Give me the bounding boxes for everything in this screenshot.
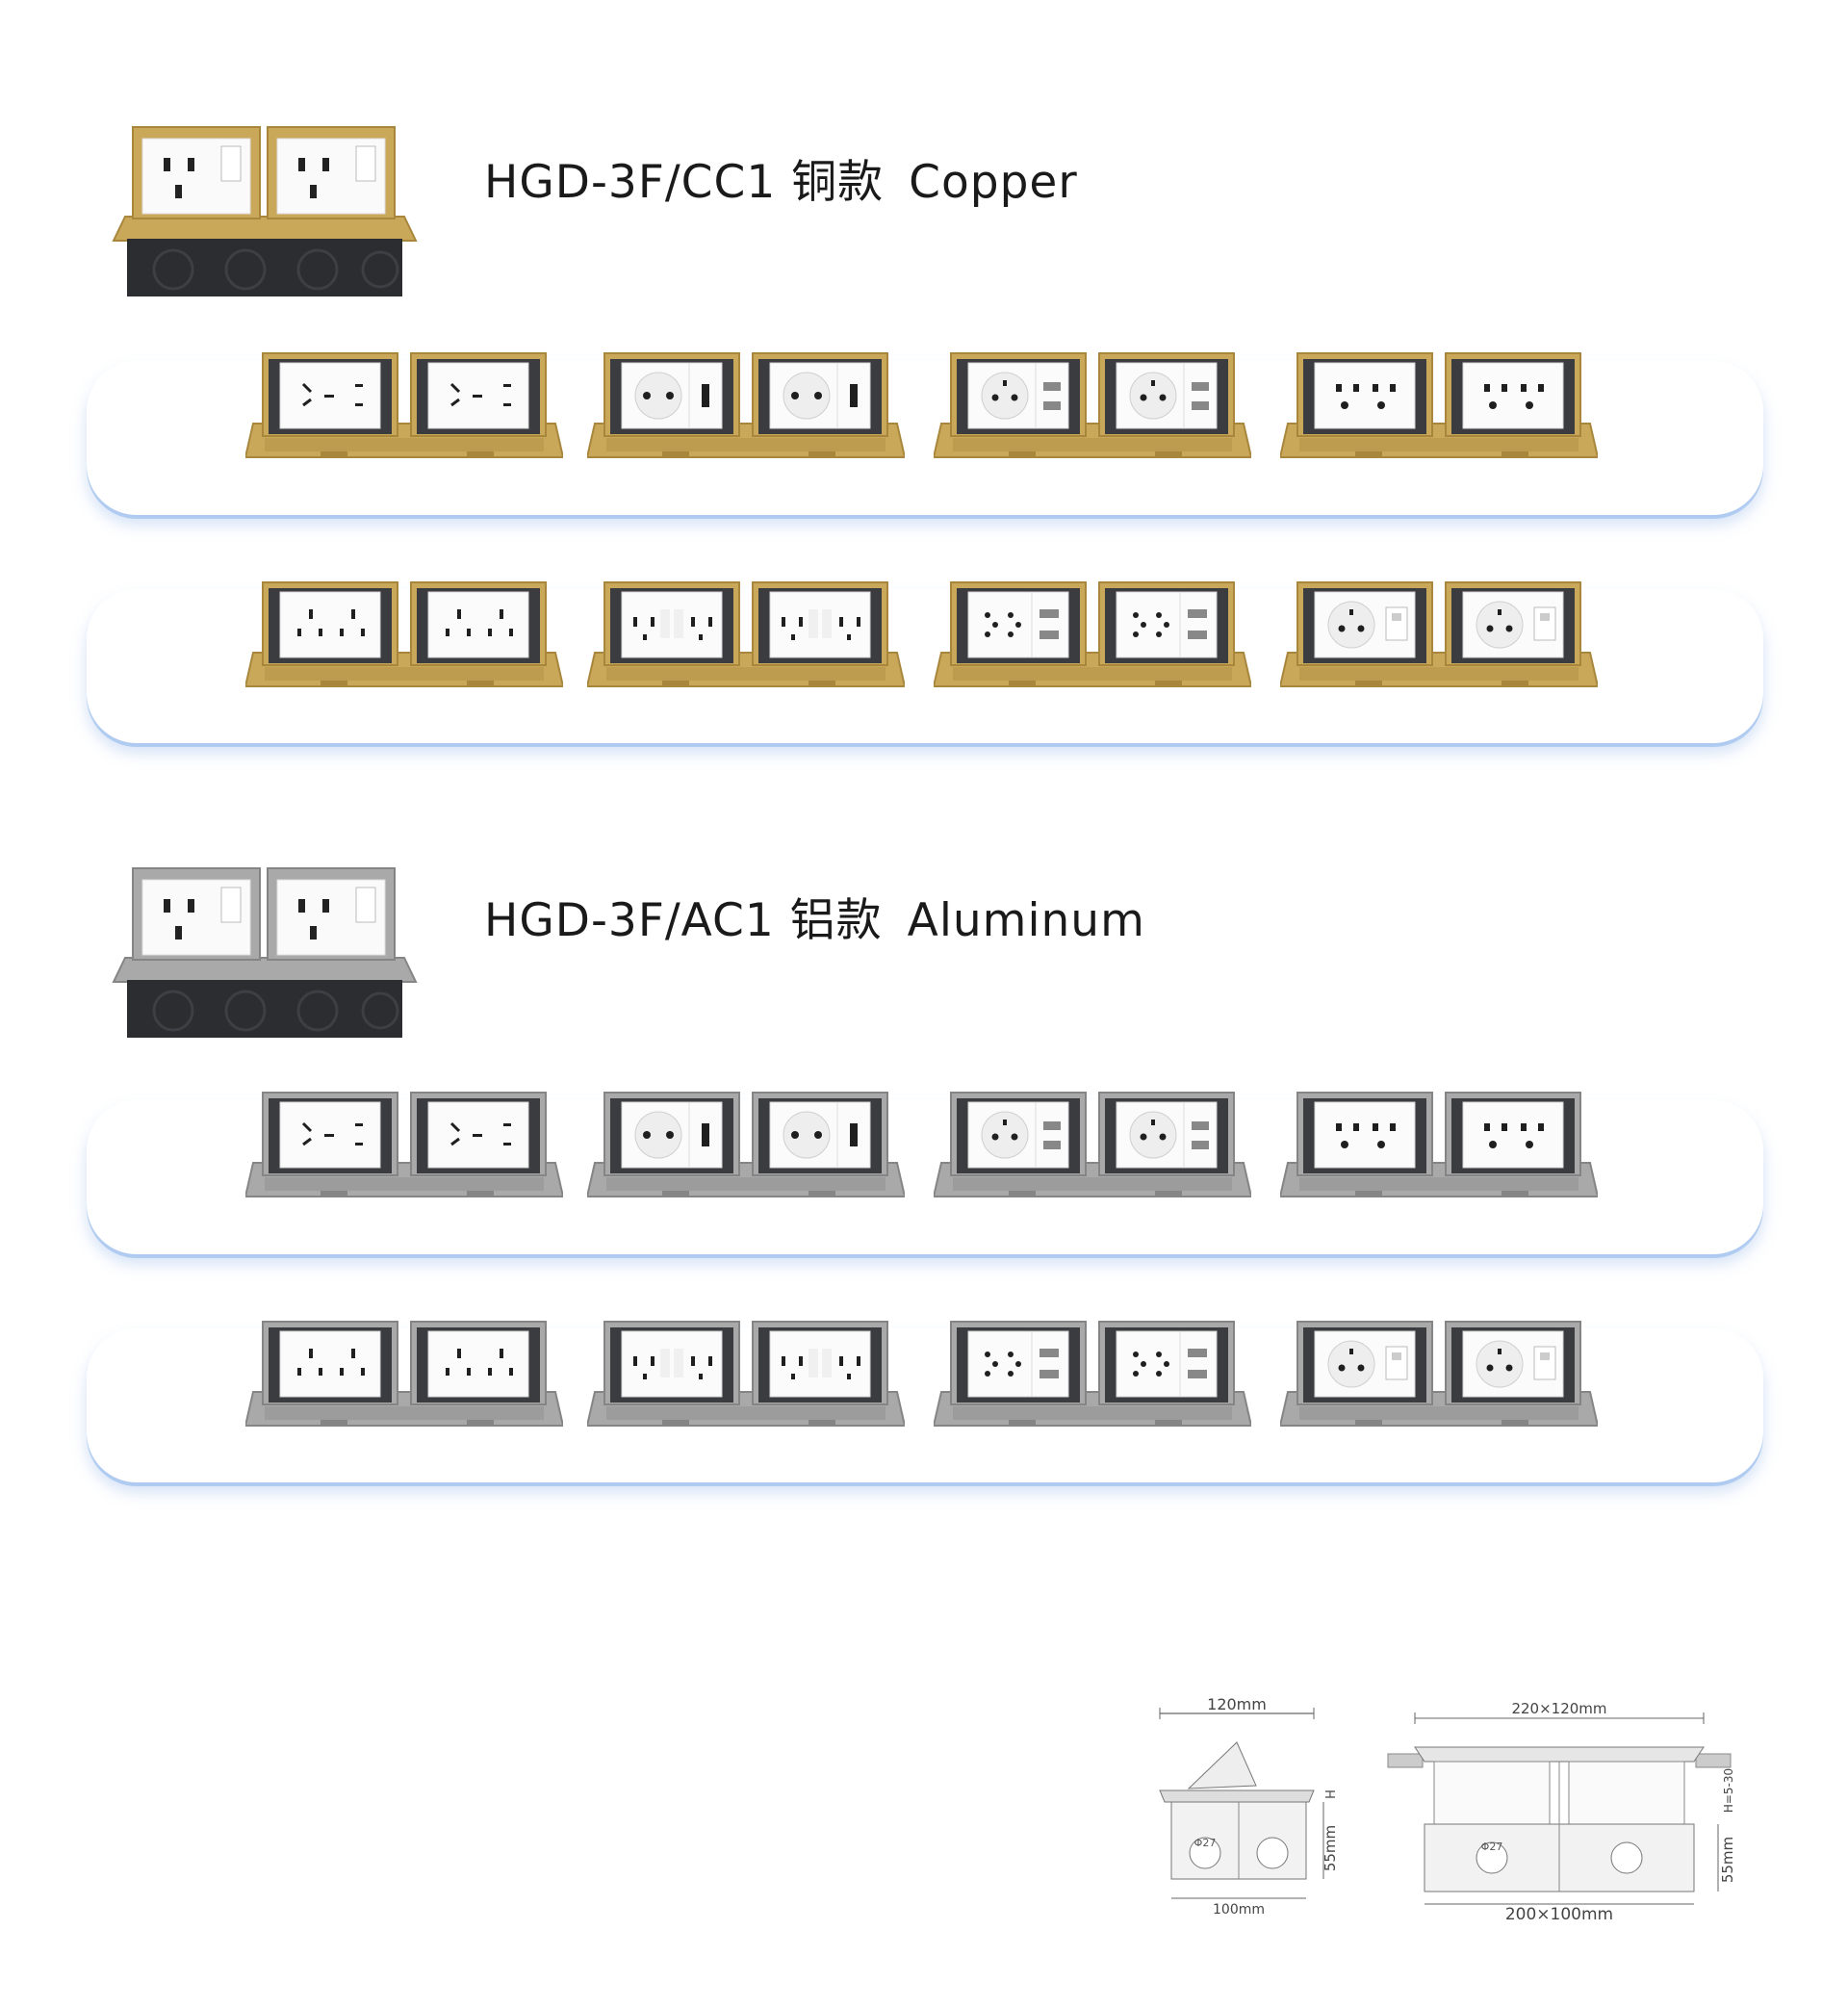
aluminum-socket-french-usb <box>932 1091 1253 1206</box>
copper-row-1 <box>244 351 1612 467</box>
front-view-drawing: 220×120mm Φ27 55mm H=5-30 200×100mm <box>1386 1694 1752 1925</box>
copper-socket-schuko-usb <box>585 351 907 467</box>
aluminum-socket-schuko-usb <box>585 1091 907 1206</box>
aluminum-socket-french-rj45 <box>1278 1320 1600 1435</box>
aluminum-socket-gfci <box>585 1320 907 1435</box>
aluminum-row-2 <box>244 1320 1612 1435</box>
front-hole-label: Φ27 <box>1481 1841 1503 1853</box>
copper-hero-product <box>106 125 424 298</box>
front-h-range: H=5-30 <box>1722 1768 1735 1813</box>
aluminum-title-en: Aluminum <box>907 894 1145 947</box>
aluminum-title: HGD-3F/AC1 铝款 Aluminum <box>484 883 1145 949</box>
aluminum-socket-thai <box>1278 1091 1600 1206</box>
copper-socket-australian <box>244 351 565 467</box>
copper-socket-thai <box>1278 351 1600 467</box>
side-height-dim: 55mm <box>1322 1825 1339 1871</box>
copper-socket-sa-3pin <box>244 580 565 696</box>
aluminum-row-1 <box>244 1091 1612 1206</box>
aluminum-hero-product <box>106 866 424 1040</box>
front-top-dim: 220×120mm <box>1511 1700 1606 1717</box>
side-hole-label: Φ27 <box>1194 1837 1217 1849</box>
side-bottom-dim: 100mm <box>1213 1902 1265 1918</box>
side-h-label: H <box>1324 1789 1339 1799</box>
aluminum-socket-sa-3pin <box>244 1320 565 1435</box>
aluminum-socket-swiss-usb <box>932 1320 1253 1435</box>
copper-title-en: Copper <box>909 156 1078 209</box>
copper-socket-french-usb <box>932 351 1253 467</box>
copper-row-2 <box>244 580 1612 696</box>
front-bottom-dim: 200×100mm <box>1505 1905 1613 1924</box>
aluminum-title-cn: HGD-3F/AC1 铝款 <box>484 894 883 947</box>
aluminum-socket-australian <box>244 1091 565 1206</box>
copper-title: HGD-3F/CC1 铜款 Copper <box>484 144 1078 211</box>
side-top-dim: 120mm <box>1207 1695 1267 1713</box>
copper-socket-french-rj45 <box>1278 580 1600 696</box>
copper-socket-swiss-usb <box>932 580 1253 696</box>
copper-socket-gfci <box>585 580 907 696</box>
copper-title-cn: HGD-3F/CC1 铜款 <box>484 156 885 209</box>
front-height-dim: 55mm <box>1719 1837 1736 1883</box>
side-view-drawing: 120mm Φ27 55mm H 100mm <box>1150 1694 1343 1925</box>
